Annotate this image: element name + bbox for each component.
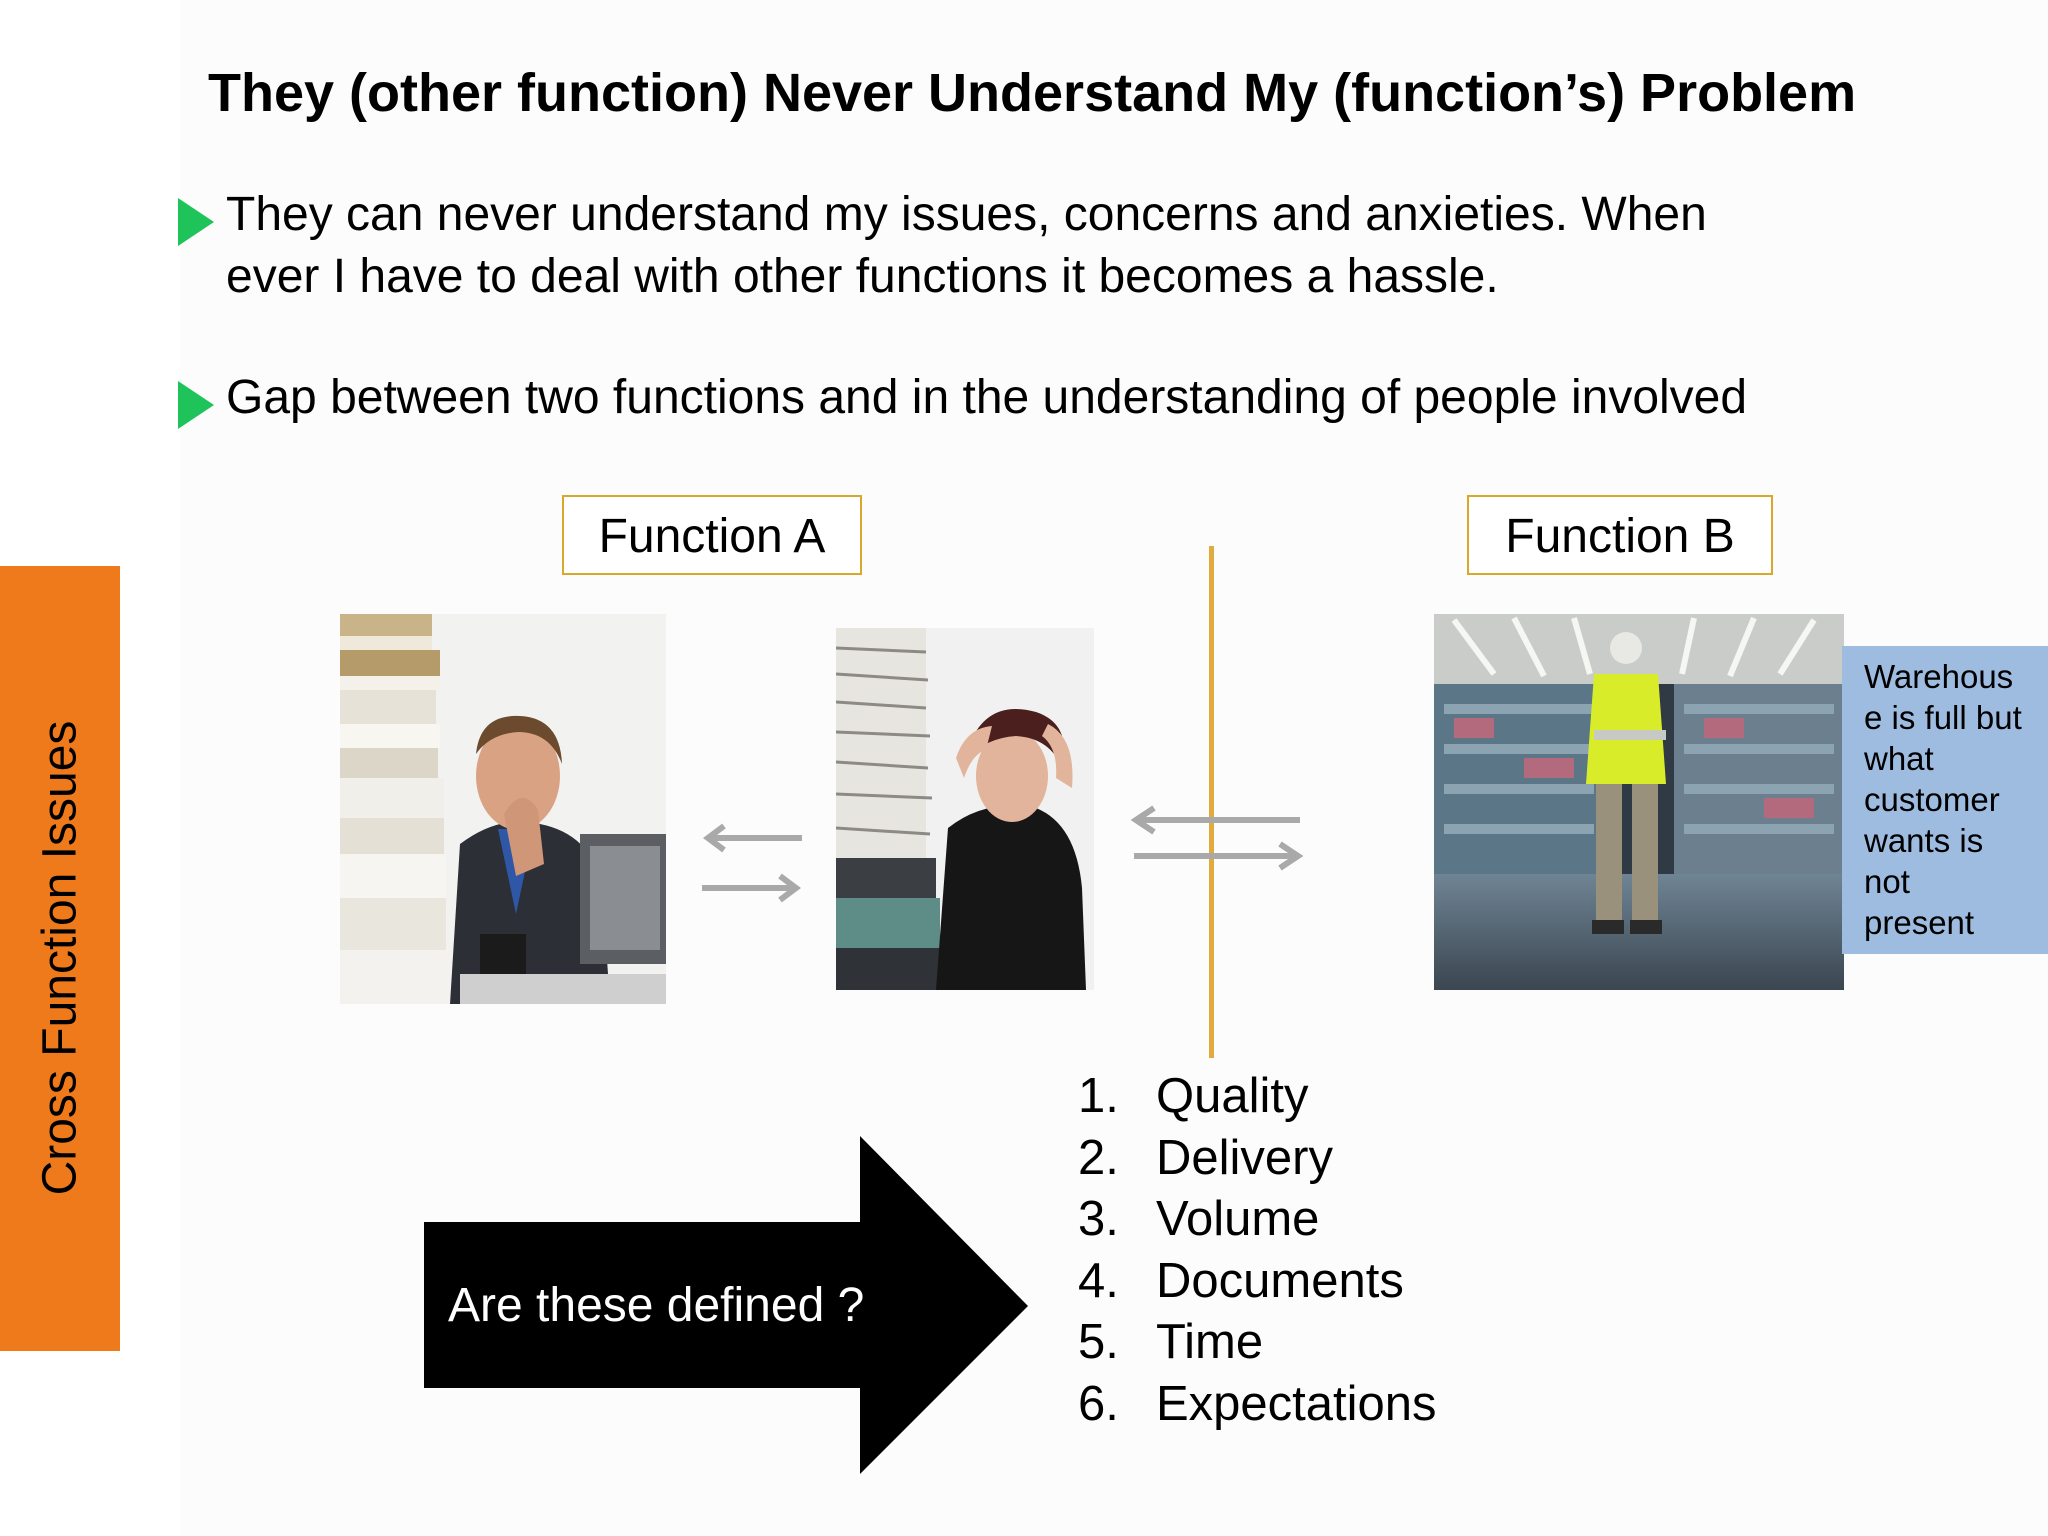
slide-title: They (other function) Never Understand M… [208,63,1857,123]
list-item-text: Expectations [1156,1376,1437,1431]
triangle-bullet-icon [178,198,214,246]
list-item-text: Documents [1156,1253,1404,1308]
exchange-arrows-small [702,823,802,903]
warehouse-note-line-4: customer [1864,781,2000,818]
warehouse-note-line-3: what [1864,740,1934,777]
bullet-2: Gap between two functions and in the und… [178,367,2006,429]
warehouse-note-line-2: e is full but [1864,699,2022,736]
triangle-bullet-icon [178,381,214,429]
bullet-1-line-1: They can never understand my issues, con… [226,188,1707,241]
warehouse-note-line-6: not [1864,863,1910,900]
warehouse-note-line-1: Warehous [1864,658,2014,695]
list-item-text: Delivery [1156,1130,1333,1185]
list-item-number: 2. [1078,1130,1119,1185]
list-item: 5. Time [1078,1312,1437,1374]
bullet-2-line-1: Gap between two functions and in the und… [226,371,1748,424]
bullet-1: They can never understand my issues, con… [178,184,2006,308]
function-b-box: Function B [1467,495,1773,575]
list-item-text: Time [1156,1315,1264,1369]
list-item-number: 6. [1078,1376,1119,1431]
man-at-desk-photo [340,614,666,1004]
bullet-1-line-2: ever I have to deal with other functions… [226,250,1499,303]
list-item-text: Volume [1156,1192,1320,1246]
function-a-box: Function A [562,495,862,575]
warehouse-note-box: Warehous e is full but what customer wan… [1842,646,2048,954]
list-item-text: Quality [1156,1069,1309,1123]
list-item-number: 4. [1078,1253,1119,1308]
list-item: 3. Volume [1078,1189,1437,1251]
side-bar [0,566,120,1351]
list-item-number: 1. [1078,1069,1119,1123]
list-item-number: 5. [1078,1315,1119,1369]
block-arrow-shape [424,1136,1028,1474]
exchange-arrows-large [1130,805,1304,871]
list-item-number: 3. [1078,1192,1119,1246]
warehouse-note-line-5: wants is [1864,822,1984,859]
list-item: 4. Documents [1078,1251,1437,1313]
warehouse-worker-photo [1434,614,1844,990]
list-item: 6. Expectations [1078,1374,1437,1436]
list-item: 2. Delivery [1078,1128,1437,1190]
criteria-list: 1. Quality 2. Delivery 3. Volume 4. Document… [1078,1066,1437,1435]
side-label: Cross Function Issues [33,720,87,1196]
stressed-woman-photo [836,628,1094,990]
warehouse-note-line-7: present [1864,904,1975,941]
list-item: 1. Quality [1078,1066,1437,1128]
arrow-label: Are these defined ? [448,1279,865,1332]
function-divider-line [1209,546,1214,1058]
